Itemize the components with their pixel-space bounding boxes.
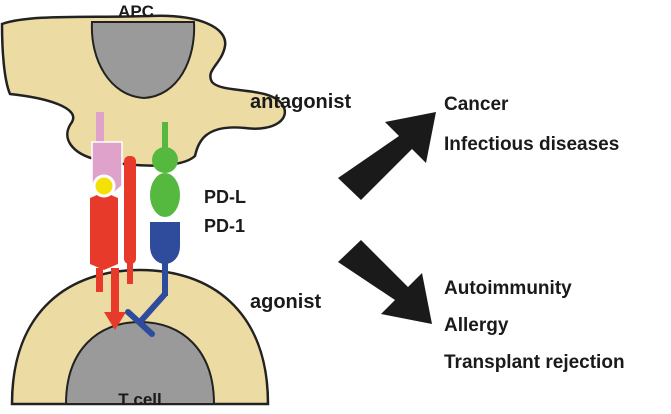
t-cell — [10, 268, 270, 406]
outcome-autoimmunity: Autoimmunity — [444, 278, 572, 299]
pd-l-domain-1 — [152, 147, 178, 173]
antagonist-label: antagonist — [250, 91, 351, 113]
pd-1-label: PD-1 — [204, 216, 245, 236]
pd-1-body — [150, 222, 180, 264]
activation-signal-arrow — [104, 312, 126, 330]
inhibition-bar — [125, 309, 155, 337]
t-cell-label: T cell — [118, 390, 161, 409]
mhc-stalk — [96, 112, 104, 144]
apc-nucleus — [90, 21, 196, 100]
tcr-alpha-chain — [90, 192, 118, 270]
inhibition-line — [137, 291, 168, 325]
pd-1-stalk — [162, 262, 168, 296]
outcome-transplant-rejection: Transplant rejection — [444, 352, 625, 373]
outcome-cancer: Cancer — [444, 94, 509, 115]
outcome-allergy: Allergy — [444, 315, 509, 336]
agonist-arrow — [338, 240, 432, 324]
pd-l-stalk — [162, 122, 168, 150]
pd-l-label: PD-L — [204, 187, 246, 207]
outcome-infectious-diseases: Infectious diseases — [444, 134, 619, 155]
pd-l-molecule — [150, 122, 180, 217]
tcr-beta-stalk — [127, 262, 133, 284]
tcr-beta-chain — [124, 156, 136, 264]
tcr-signal-stalk — [111, 268, 119, 314]
agonist-label: agonist — [250, 291, 321, 313]
tcr-complex — [90, 156, 136, 330]
pd-l-domain-2 — [150, 173, 180, 217]
antagonist-arrow — [338, 112, 436, 200]
apc-label: APC — [118, 2, 154, 21]
apc-cell — [0, 14, 287, 167]
antigen-peptide — [92, 174, 116, 198]
pd-1-molecule — [125, 222, 180, 337]
tcr-alpha-stalk — [96, 268, 103, 292]
